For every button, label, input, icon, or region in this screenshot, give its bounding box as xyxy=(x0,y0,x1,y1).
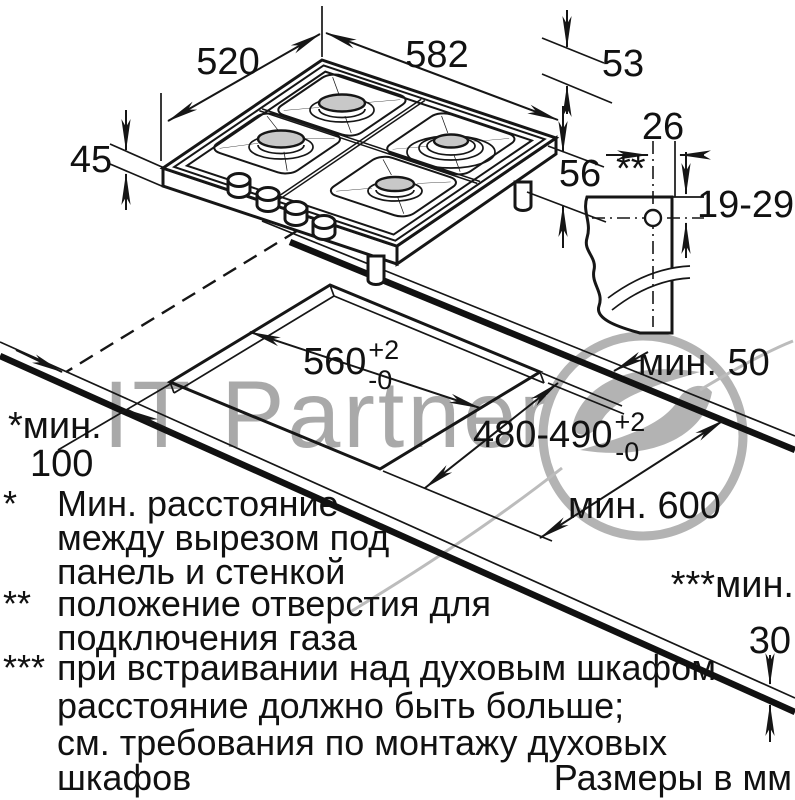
dim-under-height: 56 xyxy=(559,153,601,195)
footnote-marker: * xyxy=(3,483,17,524)
svg-text:Мин. расстояние: Мин. расстояние xyxy=(57,483,339,524)
gas-hole-marker: ** xyxy=(616,148,646,190)
dim-oven-min-label: ***мин. xyxy=(671,564,794,606)
worktop-drawing: 560+2-0 480-490+2-0 мин. 50 мин. 600 *ми… xyxy=(0,216,795,742)
footnote-marker: *** xyxy=(3,647,45,688)
svg-text:положение отверстия для: положение отверстия для xyxy=(57,583,491,624)
gas-connection-detail: 26 ** 19-29 xyxy=(584,106,794,335)
footnote-3: *** при встраивании над духовым шкафом р… xyxy=(3,647,716,798)
hob-legs xyxy=(366,180,533,286)
burner-left xyxy=(248,129,314,160)
knob xyxy=(226,172,252,199)
gas-hole xyxy=(643,208,663,228)
worktop-rear-edge xyxy=(261,220,795,437)
dim-gas-offset: 26 xyxy=(642,106,684,148)
svg-text:шкафов: шкафов xyxy=(57,757,191,798)
dim-depth: 520 xyxy=(196,41,259,83)
footnote-1: * Мин. расстояние между вырезом под пане… xyxy=(3,483,389,592)
dim-side-min-value: 100 xyxy=(30,443,93,485)
svg-text:панель и стенкой: панель и стенкой xyxy=(57,551,345,592)
svg-text:при встраивании над духовым шк: при встраивании над духовым шкафом xyxy=(57,647,716,688)
hob-dimensions: 520 582 53 45 56 xyxy=(70,6,644,248)
units-note: Размеры в мм xyxy=(554,757,792,798)
hob-drawing xyxy=(161,60,558,286)
svg-text:см. требования по монтажу духо: см. требования по монтажу духовых xyxy=(57,722,667,763)
footnotes: * Мин. расстояние между вырезом под пане… xyxy=(3,483,792,798)
footnote-2: ** положение отверстия для подключения г… xyxy=(3,583,491,658)
burner-well xyxy=(209,111,346,176)
dim-side-min-label: *мин. xyxy=(8,405,102,447)
wall-line xyxy=(65,216,319,374)
dim-rear-min: мин. 50 xyxy=(638,342,770,384)
footnote-marker: ** xyxy=(3,583,31,624)
burner-well xyxy=(325,154,461,219)
svg-text:между вырезом под: между вырезом под xyxy=(57,517,389,558)
dim-cutout-width: 560+2-0 xyxy=(303,335,399,395)
knob xyxy=(311,214,337,241)
dim-width: 582 xyxy=(405,34,468,76)
worktop-front-edge xyxy=(0,341,795,699)
dim-gas-range: 19-29 xyxy=(697,184,794,226)
burner-front xyxy=(367,175,423,202)
svg-text:подключения газа: подключения газа xyxy=(57,617,358,658)
dim-body-height: 53 xyxy=(602,43,644,85)
dim-edge-height: 45 xyxy=(70,139,112,181)
hob-top-surface xyxy=(163,60,556,246)
control-knobs xyxy=(226,172,337,241)
knob xyxy=(255,186,281,213)
svg-text:расстояние должно быть больше;: расстояние должно быть больше; xyxy=(57,685,624,726)
knob xyxy=(283,200,309,227)
burner-wok xyxy=(406,133,496,169)
dim-front-min: мин. 600 xyxy=(568,485,721,527)
